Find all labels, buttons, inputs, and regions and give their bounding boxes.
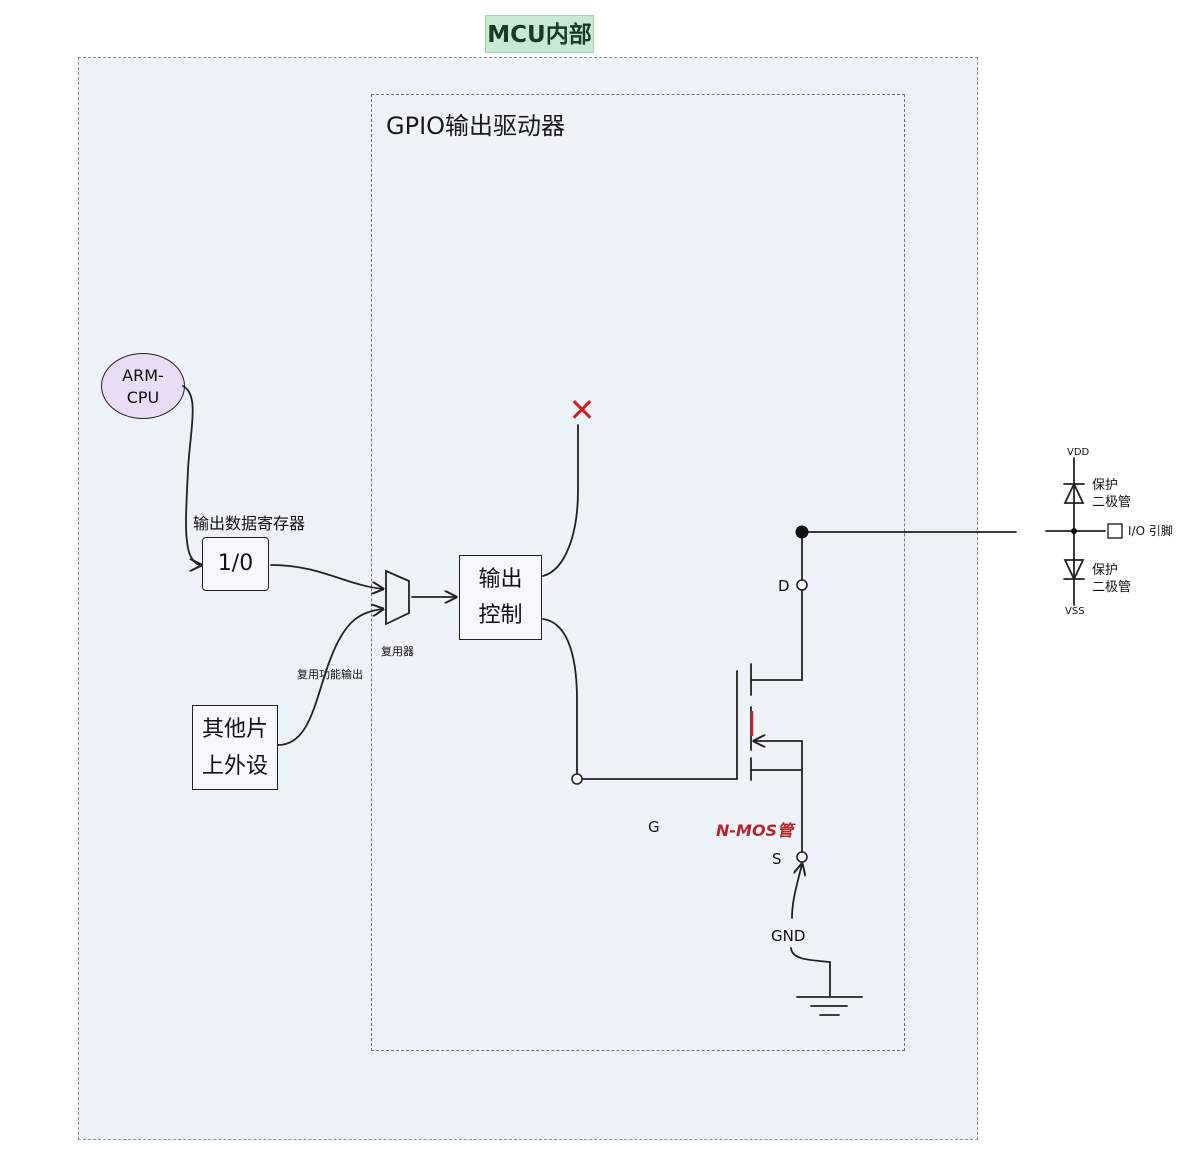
peripheral-line2: 上外设	[201, 754, 268, 779]
drain-stub	[750, 589, 803, 681]
peripheral-box: 其他片 上外设	[192, 705, 278, 790]
nmos-label: N-MOS管	[716, 821, 794, 840]
mcu-title: MCU内部	[485, 15, 594, 53]
gnd-to-source-wire	[791, 864, 802, 919]
output-control-line1: 输出	[478, 567, 523, 592]
multiplexer-shape	[385, 569, 410, 626]
bottom-diode-body	[1063, 559, 1085, 582]
vdd-label: VDD	[1067, 447, 1090, 458]
peripheral-line1: 其他片	[201, 717, 268, 742]
vss-label: VSS	[1065, 606, 1085, 617]
top-diode-line1: 保护	[1092, 478, 1119, 493]
source-label: S	[772, 850, 782, 868]
register-to-mux-wire	[270, 564, 383, 589]
bottom-diode-line2: 二极管	[1092, 580, 1132, 595]
output-data-register-box: 1/0	[202, 537, 269, 591]
arm-cpu-node: ARM- CPU	[101, 353, 185, 419]
io-pin-square	[1107, 523, 1123, 539]
cpu-label-line1: ARM-	[122, 366, 164, 385]
gate-terminal	[571, 773, 583, 785]
output-data-register-label: 输出数据寄存器	[193, 514, 306, 533]
cpu-to-register-wire	[182, 385, 201, 565]
gpio-driver-title: GPIO输出驱动器	[386, 112, 566, 140]
output-control-line2: 控制	[478, 603, 523, 628]
disabled-x-icon: ✕	[569, 391, 596, 429]
gnd-lead-wire	[790, 947, 831, 997]
cpu-label-line2: CPU	[126, 388, 160, 407]
drain-label: D	[778, 577, 790, 595]
control-to-disabled-wire	[542, 424, 579, 577]
bottom-diode-line1: 保护	[1092, 563, 1119, 578]
output-control-box: 输出 控制	[459, 555, 542, 640]
drain-terminal	[796, 579, 808, 591]
bottom-protection-diode-label: 保护 二极管	[1092, 562, 1131, 596]
top-diode-body	[1063, 481, 1085, 504]
top-protection-diode-label: 保护 二极管	[1092, 477, 1131, 511]
multiplexer-label: 复用器	[381, 645, 414, 658]
source-terminal	[796, 851, 808, 863]
peripheral-to-mux-wire	[277, 609, 383, 746]
alternate-function-label: 复用功能输出	[297, 668, 363, 681]
top-diode-line2: 二极管	[1092, 495, 1132, 510]
source-stub	[750, 740, 803, 771]
gnd-label: GND	[771, 927, 806, 945]
io-pin-label: I/O 引脚	[1128, 524, 1173, 538]
gate-label: G	[648, 818, 660, 836]
control-to-gate-wire	[542, 618, 578, 777]
protection-node-dot	[1071, 528, 1077, 534]
output-node-dot	[795, 525, 809, 539]
